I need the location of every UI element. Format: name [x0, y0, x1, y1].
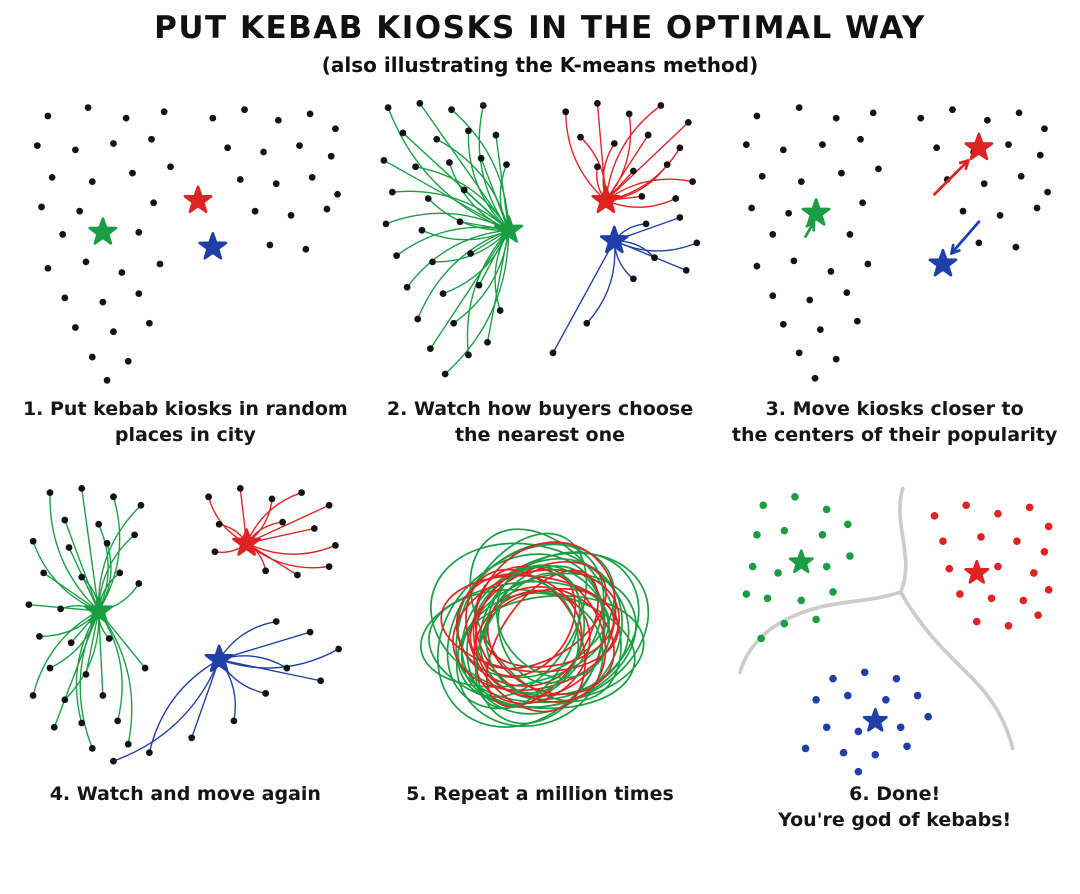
panel-3-figure: [721, 97, 1068, 393]
cluster-dots-blue: [802, 668, 933, 776]
panel-5-figure: [367, 482, 714, 778]
panel-2: 2. Watch how buyers choose the nearest o…: [367, 97, 714, 448]
kiosk-star-red: [964, 132, 994, 161]
kiosk-star-green: [801, 198, 831, 226]
buyer-dots: [380, 99, 510, 378]
kiosk-star-blue: [599, 225, 629, 254]
kiosk-star-green: [493, 215, 523, 243]
kiosk-star-blue: [204, 644, 234, 673]
panel-2-figure: [367, 97, 714, 393]
kiosk-star-blue: [198, 232, 228, 260]
panel-1: 1. Put kebab kiosks in random places in …: [12, 97, 359, 448]
panel-6-caption: 6. Done! You're god of kebabs!: [778, 782, 1011, 833]
kiosk-star-green: [84, 596, 114, 624]
panel-5-svg: [419, 528, 649, 729]
buyer-dots: [33, 104, 341, 384]
buyer-lines-red: [564, 102, 693, 208]
panel-4: 4. Watch and move again: [12, 482, 359, 833]
kiosk-star-blue: [863, 708, 889, 732]
cluster-dots-red: [931, 501, 1053, 630]
header: PUT KEBAB KIOSKS IN THE OPTIMAL WAY (als…: [0, 0, 1080, 77]
buyer-dots: [561, 99, 696, 202]
panel-1-svg: [33, 104, 341, 384]
panel-6-caption-line1: 6. Done!: [849, 783, 941, 806]
panel-2-caption: 2. Watch how buyers choose the nearest o…: [387, 397, 693, 448]
panel-1-caption: 1. Put kebab kiosks in random places in …: [23, 397, 348, 448]
buyer-dots: [549, 214, 700, 357]
cluster-boundaries: [738, 486, 1015, 751]
panel-1-figure: [12, 97, 359, 393]
buyer-dots: [25, 485, 149, 753]
buyer-lines-green: [382, 102, 509, 375]
kiosk-star-red: [591, 185, 620, 214]
scribble-lines: [419, 528, 649, 729]
buyer-dots: [205, 485, 339, 579]
page-title: PUT KEBAB KIOSKS IN THE OPTIMAL WAY: [154, 10, 926, 46]
panel-2-caption-line1: 2. Watch how buyers choose: [386, 398, 694, 420]
panels-grid: 1. Put kebab kiosks in random places in …: [0, 77, 1080, 834]
kiosk-star-green: [789, 549, 815, 574]
panel-6: 6. Done! You're god of kebabs!: [721, 482, 1068, 833]
panel-6-caption-line2: You're god of kebabs!: [778, 808, 1012, 831]
kiosk-star-red: [964, 560, 990, 584]
panel-6-figure: [721, 482, 1068, 778]
buyer-lines-green: [28, 487, 146, 750]
kiosk-star-blue: [928, 248, 958, 277]
page-subtitle: (also illustrating the K-means method): [321, 53, 759, 77]
kiosk-star-green: [88, 217, 118, 245]
panel-4-svg: [25, 485, 342, 765]
panel-2-caption-line2: the nearest one: [454, 423, 626, 446]
panel-3: 3. Move kiosks closer to the centers of …: [721, 97, 1068, 448]
buyer-dots: [743, 104, 1052, 382]
kiosk-star-red: [232, 528, 262, 557]
panel-4-caption-line1: 4. Watch and move again: [49, 783, 321, 806]
panel-5-caption-line1: 5. Repeat a million times: [406, 783, 674, 806]
buyer-lines-blue: [112, 621, 340, 763]
panel-2-svg: [380, 99, 700, 378]
kiosk-star-red: [183, 185, 213, 214]
move-arrow-blue: [950, 220, 981, 255]
panel-5: 5. Repeat a million times: [367, 482, 714, 833]
panel-3-svg: [743, 104, 1052, 382]
panel-3-caption-line2: the centers of their popularity: [731, 423, 1058, 446]
panel-5-caption: 5. Repeat a million times: [406, 782, 674, 808]
cluster-dots-green: [742, 493, 855, 643]
panel-4-figure: [12, 482, 359, 778]
panel-3-caption-line1: 3. Move kiosks closer to: [765, 398, 1024, 420]
panel-4-caption: 4. Watch and move again: [50, 782, 321, 808]
buyer-dots: [110, 618, 342, 765]
panel-1-caption-line2: places in city: [114, 423, 256, 446]
move-arrow-red: [933, 159, 971, 196]
panel-1-caption-line1: 1. Put kebab kiosks in random: [22, 398, 348, 420]
panel-3-caption: 3. Move kiosks closer to the centers of …: [732, 397, 1057, 448]
panel-6-svg: [738, 486, 1053, 776]
